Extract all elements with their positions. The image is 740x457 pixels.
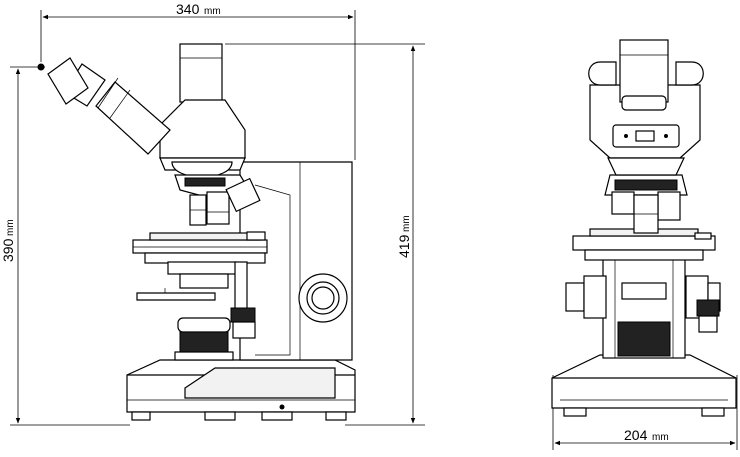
- width-bottom-unit: mm: [652, 432, 669, 443]
- width-top-value: 340: [176, 1, 200, 17]
- dimension-width-bottom: 204 mm: [552, 375, 738, 450]
- reference-point-marker: [37, 63, 45, 71]
- height-left-value: 390: [0, 238, 16, 262]
- front-stage: [572, 228, 716, 261]
- side-base: [126, 359, 356, 421]
- side-arm: [239, 161, 353, 361]
- front-pillar: [602, 249, 686, 359]
- side-focus-knobs: [230, 261, 256, 339]
- side-condenser: [136, 261, 237, 301]
- front-focus-knobs: [565, 275, 721, 333]
- dimension-height-left: 390 mm: [0, 63, 130, 426]
- side-nosepiece: [174, 174, 261, 226]
- width-bottom-value: 204: [624, 427, 648, 443]
- side-light-collector: [174, 317, 234, 361]
- height-right-unit: mm: [401, 215, 412, 232]
- height-left-unit: mm: [5, 219, 16, 236]
- side-stage: [132, 231, 268, 264]
- microscope-front-view: [551, 39, 737, 417]
- microscope-side-view: [47, 43, 356, 421]
- dimension-width-top: 340 mm: [40, 1, 356, 160]
- front-head: [588, 39, 704, 176]
- width-top-unit: mm: [204, 6, 221, 17]
- height-right-value: 419: [396, 234, 412, 258]
- side-head: [47, 43, 246, 178]
- front-base: [551, 354, 737, 417]
- dimension-height-right: 419 mm: [225, 43, 425, 426]
- front-nosepiece: [604, 174, 688, 234]
